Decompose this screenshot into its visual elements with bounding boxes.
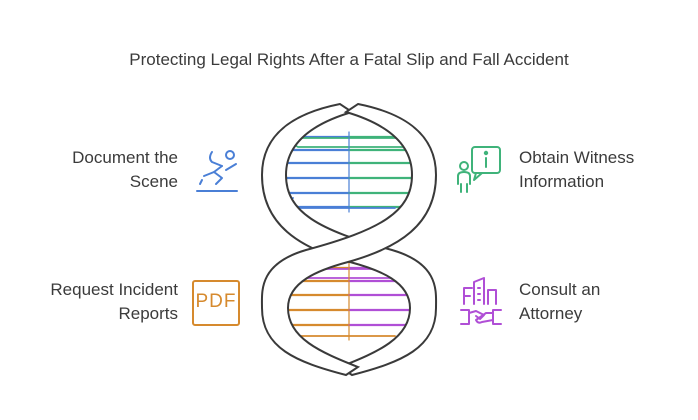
label-document-scene: Document the Scene <box>72 148 178 191</box>
label-obtain-witness: Obtain Witness Information <box>519 148 635 191</box>
label-consult-attorney: Consult an Attorney <box>519 280 601 323</box>
label-request-reports: Request Incident Reports <box>50 280 178 323</box>
slip-fall-icon <box>196 150 238 192</box>
pdf-label: PDF <box>195 291 237 312</box>
helix-strands <box>260 102 438 377</box>
pdf-frame <box>192 280 240 326</box>
diagram-title: Protecting Legal Rights After a Fatal Sl… <box>129 50 569 69</box>
witness-info-icon <box>457 146 501 193</box>
handshake-building-icon <box>460 277 502 325</box>
pdf-document-icon: PDF <box>192 280 240 326</box>
